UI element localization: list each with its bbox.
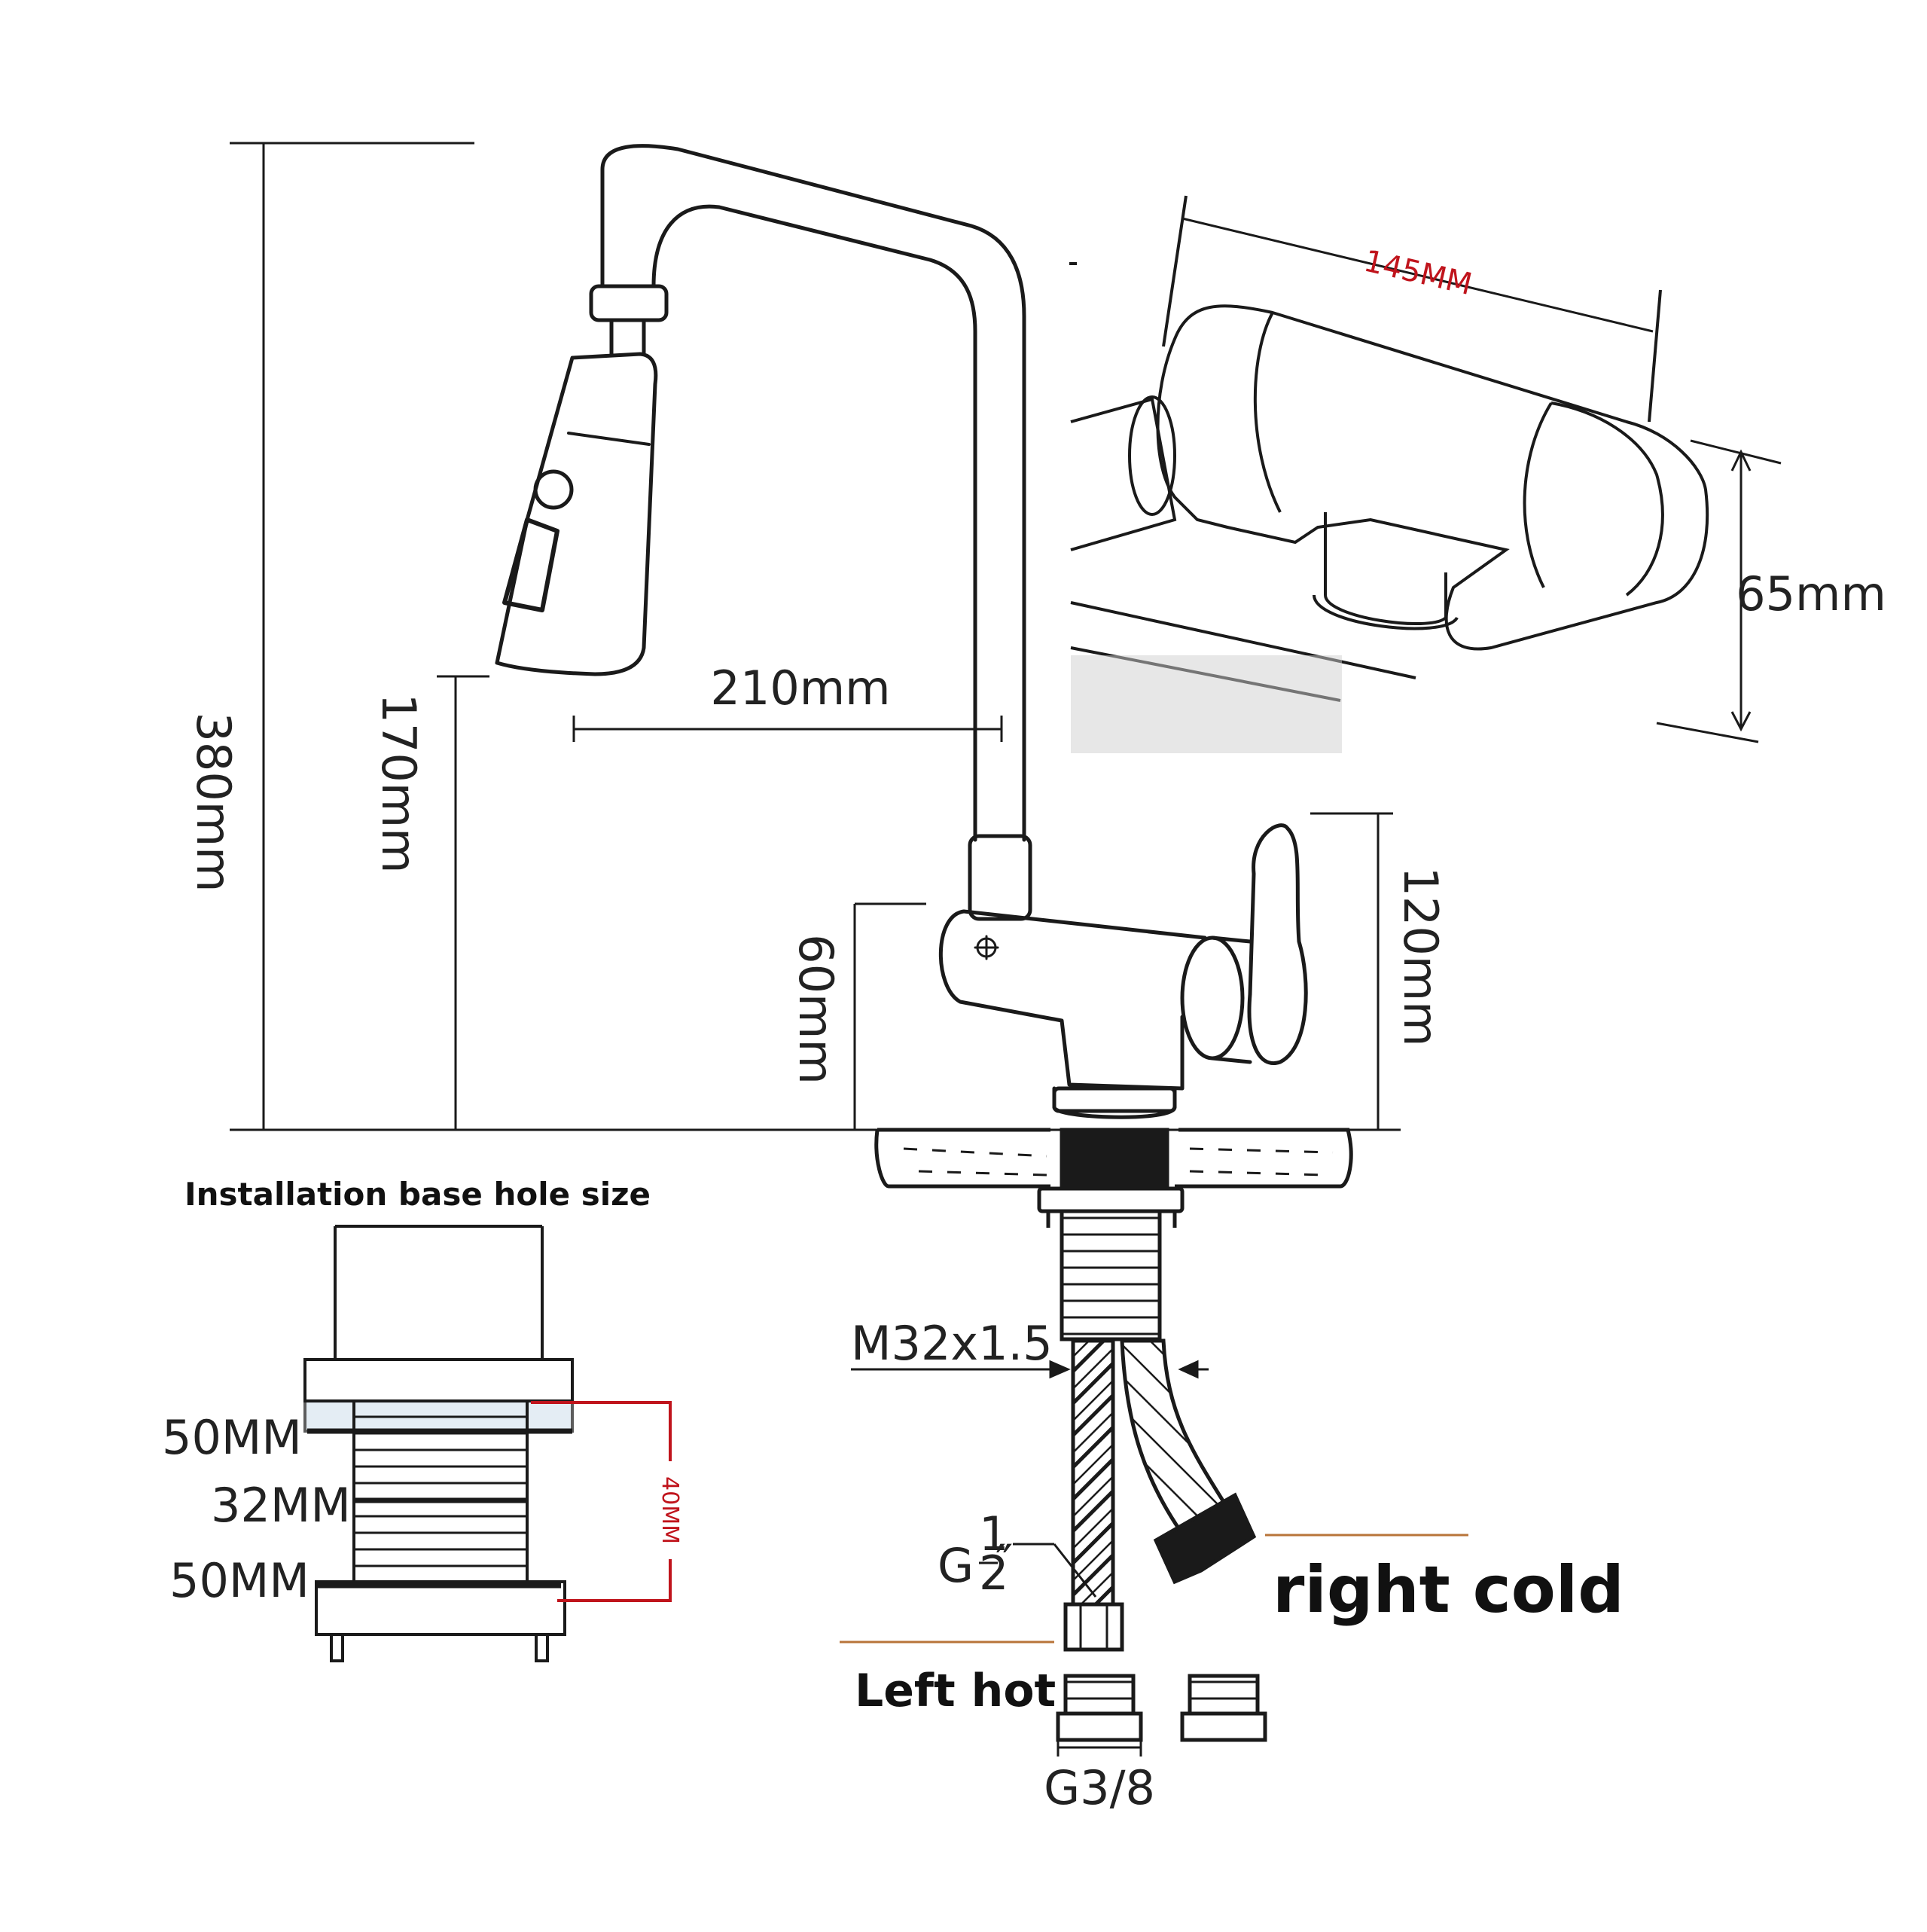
dimension-lines <box>230 142 1401 1131</box>
hose-thread-numerator: 1 <box>979 1506 1008 1561</box>
hose-thread-denominator: 2 <box>979 1546 1008 1601</box>
install-bottom-width: 50MM <box>169 1553 309 1608</box>
dim-body-height: 60mm <box>788 934 843 1085</box>
counter-top <box>874 1128 1353 1189</box>
left-hot-label: Left hot <box>855 1665 1056 1717</box>
install-thread-diameter: 32MM <box>211 1478 351 1533</box>
install-thread-length: 40MM <box>657 1476 683 1544</box>
hose-thread-leader <box>979 1543 1097 1598</box>
dim-body-length: 145MM <box>1361 244 1475 303</box>
body-detail-inset <box>1069 195 1782 753</box>
faucet-side-view <box>495 144 1308 1119</box>
dim-reach: 210mm <box>710 661 890 716</box>
hose-thread-mark: ″ <box>996 1534 1013 1589</box>
dim-total-height: 380mm <box>186 712 241 892</box>
hose-end-thread: G3/8 <box>1044 1760 1155 1815</box>
installation-base-drawing <box>303 1225 672 1662</box>
g38-dim <box>1056 1740 1142 1757</box>
dim-body-depth: 65mm <box>1736 566 1886 621</box>
mounting-thread <box>1037 1186 1185 1341</box>
dim-handle-height: 120mm <box>1393 866 1448 1046</box>
thread-spec: M32x1.5 <box>851 1316 1053 1371</box>
installation-title: Installation base hole size <box>184 1176 651 1213</box>
thread-spec-leader <box>851 1360 1209 1379</box>
hose-thread-g: G <box>938 1538 974 1593</box>
dim-spout-height: 170mm <box>371 693 426 873</box>
right-cold-label: right cold <box>1273 1552 1624 1628</box>
supply-hoses <box>1056 1338 1267 1742</box>
install-top-width: 50MM <box>162 1410 302 1465</box>
